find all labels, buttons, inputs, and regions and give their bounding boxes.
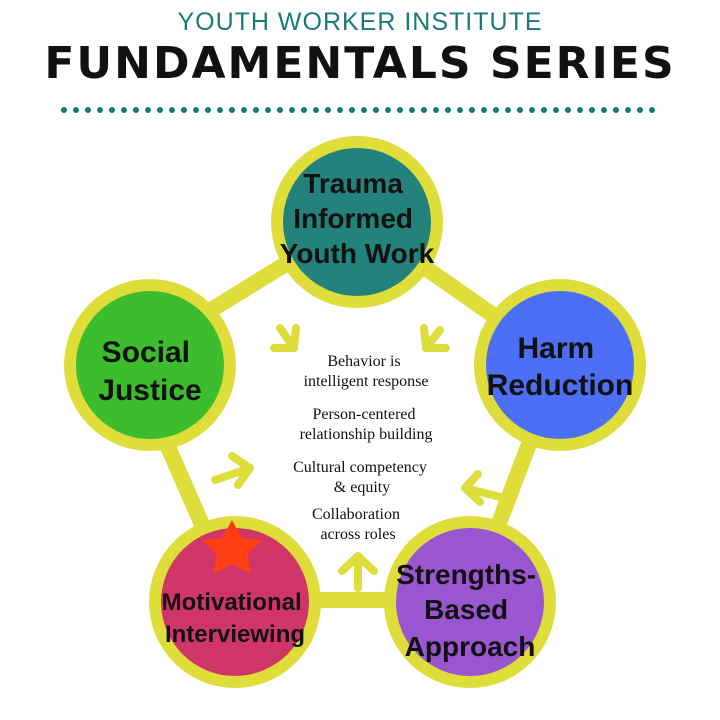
arrow-icon bbox=[420, 324, 450, 352]
page-title: FUNDAMENTALS SERIES bbox=[44, 38, 676, 89]
node-harm-reduction: Harm Reduction bbox=[474, 279, 646, 451]
svg-text:Strengths- Based A: Strengths- Based Approach bbox=[396, 559, 544, 662]
node-strengths-based-approach: Strengths- Based Approach bbox=[384, 516, 556, 688]
center-item-behavior: Behavior is intelligent response bbox=[304, 353, 429, 390]
svg-text:Trauma Informed Yo: Trauma Informed Youth Work bbox=[280, 168, 435, 269]
svg-text:Social Justice: Social Justice bbox=[98, 336, 201, 407]
node-motivational-interviewing: Motivational Interviewing bbox=[149, 516, 321, 688]
svg-text:Motivational Interviewin: Motivational Interviewing bbox=[162, 589, 309, 648]
arrow-icon bbox=[338, 552, 378, 592]
arrow-icon bbox=[270, 324, 300, 352]
node-trauma-informed-youth-work: Trauma Informed Youth Work bbox=[271, 136, 443, 308]
arrow-icon bbox=[211, 452, 254, 489]
center-item-cultural-competency: Cultural competency & equity bbox=[293, 459, 431, 496]
node-social-justice: Social Justice bbox=[64, 279, 236, 451]
arrow-icon bbox=[461, 470, 504, 506]
svg-text:Harm Reduction: Harm Reduction bbox=[487, 332, 634, 402]
center-item-person-centered: Person-centered relationship building bbox=[300, 406, 433, 443]
center-item-collaboration: Collaboration across roles bbox=[312, 506, 404, 543]
dotted-divider bbox=[61, 107, 659, 113]
star-icon bbox=[202, 520, 262, 574]
subtitle: YOUTH WORKER INSTITUTE bbox=[177, 8, 543, 36]
